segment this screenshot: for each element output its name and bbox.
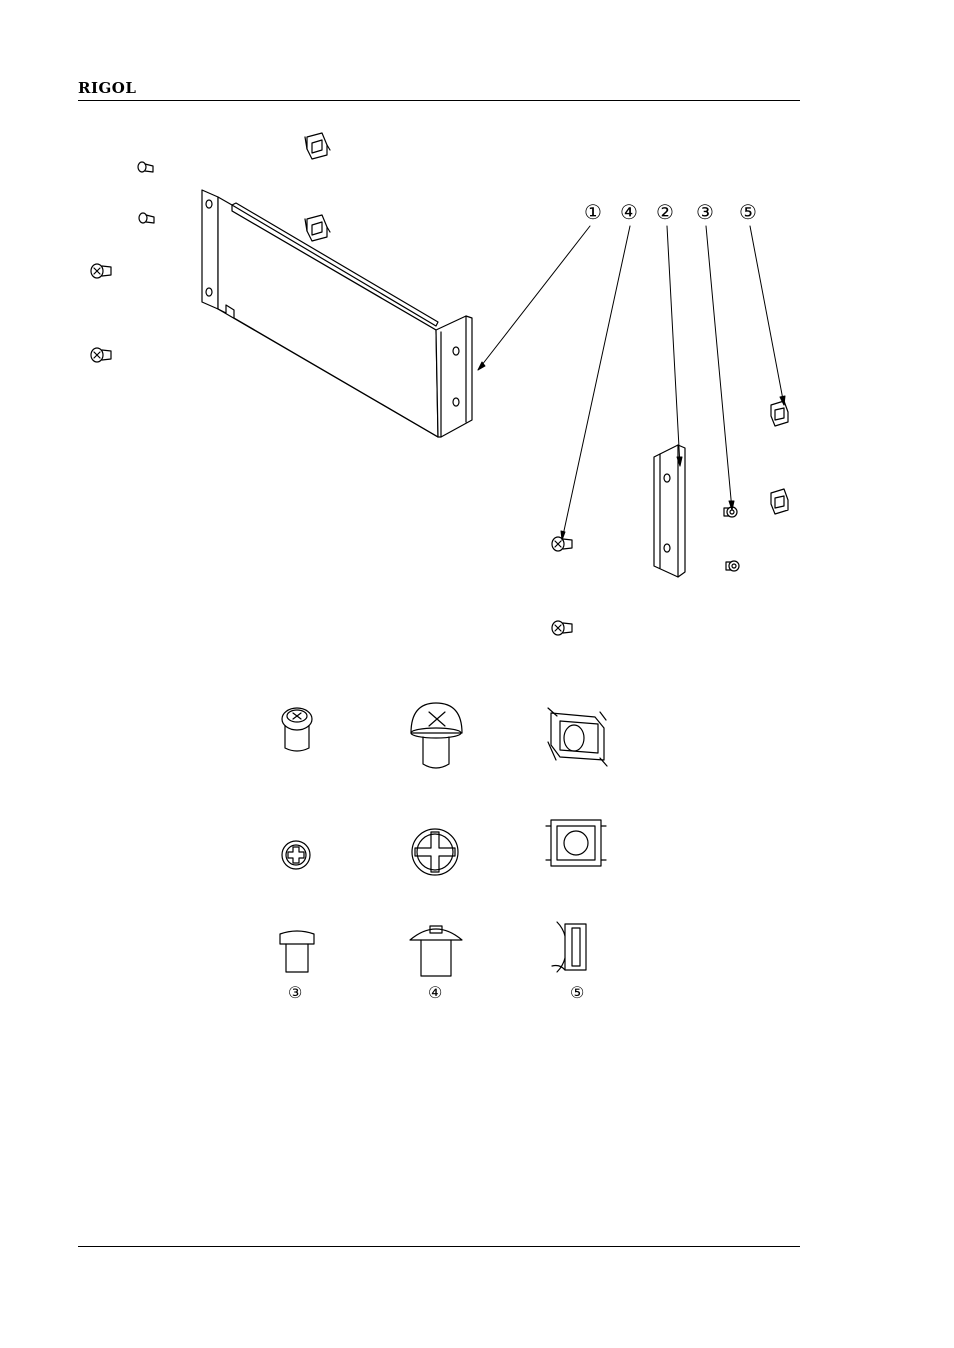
detail-screw-large-iso <box>411 703 462 768</box>
rack-bracket-main <box>202 190 472 437</box>
svg-text:③: ③ <box>696 200 714 224</box>
cage-nut-left-bottom <box>305 215 330 241</box>
callout-4: ④ <box>620 200 638 224</box>
screw-small-left-2 <box>139 213 154 223</box>
callout-1: ① <box>584 200 602 224</box>
screw-large-right-2 <box>552 621 572 635</box>
legend-label-4: ④ <box>428 983 442 1002</box>
screw-large-left-2 <box>91 348 111 362</box>
svg-text:②: ② <box>656 200 674 224</box>
legend-label-5: ⑤ <box>570 983 584 1002</box>
svg-text:①: ① <box>584 200 602 224</box>
screw-small-right-2 <box>726 561 739 571</box>
legend-label-3: ③ <box>288 983 302 1002</box>
callout-5: ⑤ <box>739 200 757 224</box>
cage-nut-right-top <box>771 401 788 426</box>
detail-screw-small-side <box>280 931 314 972</box>
detail-screw-small-top <box>282 841 310 869</box>
screw-small-left-1 <box>138 162 153 172</box>
leader-lines <box>478 226 785 540</box>
cage-nut-right-bottom <box>771 489 788 514</box>
detail-cage-nut-top <box>546 820 606 866</box>
svg-text:④: ④ <box>620 200 638 224</box>
svg-text:⑤: ⑤ <box>739 200 757 224</box>
callout-3: ③ <box>696 200 714 224</box>
detail-cage-nut-iso <box>548 708 607 766</box>
detail-screw-large-top <box>412 829 458 875</box>
cage-nut-left-top <box>305 133 330 159</box>
detail-cage-nut-side <box>552 922 586 972</box>
screw-large-left-1 <box>91 264 111 278</box>
detail-screw-small-iso <box>282 708 312 751</box>
detail-screw-large-side <box>410 926 462 976</box>
callout-2: ② <box>656 200 674 224</box>
screw-small-right-1 <box>724 507 737 517</box>
